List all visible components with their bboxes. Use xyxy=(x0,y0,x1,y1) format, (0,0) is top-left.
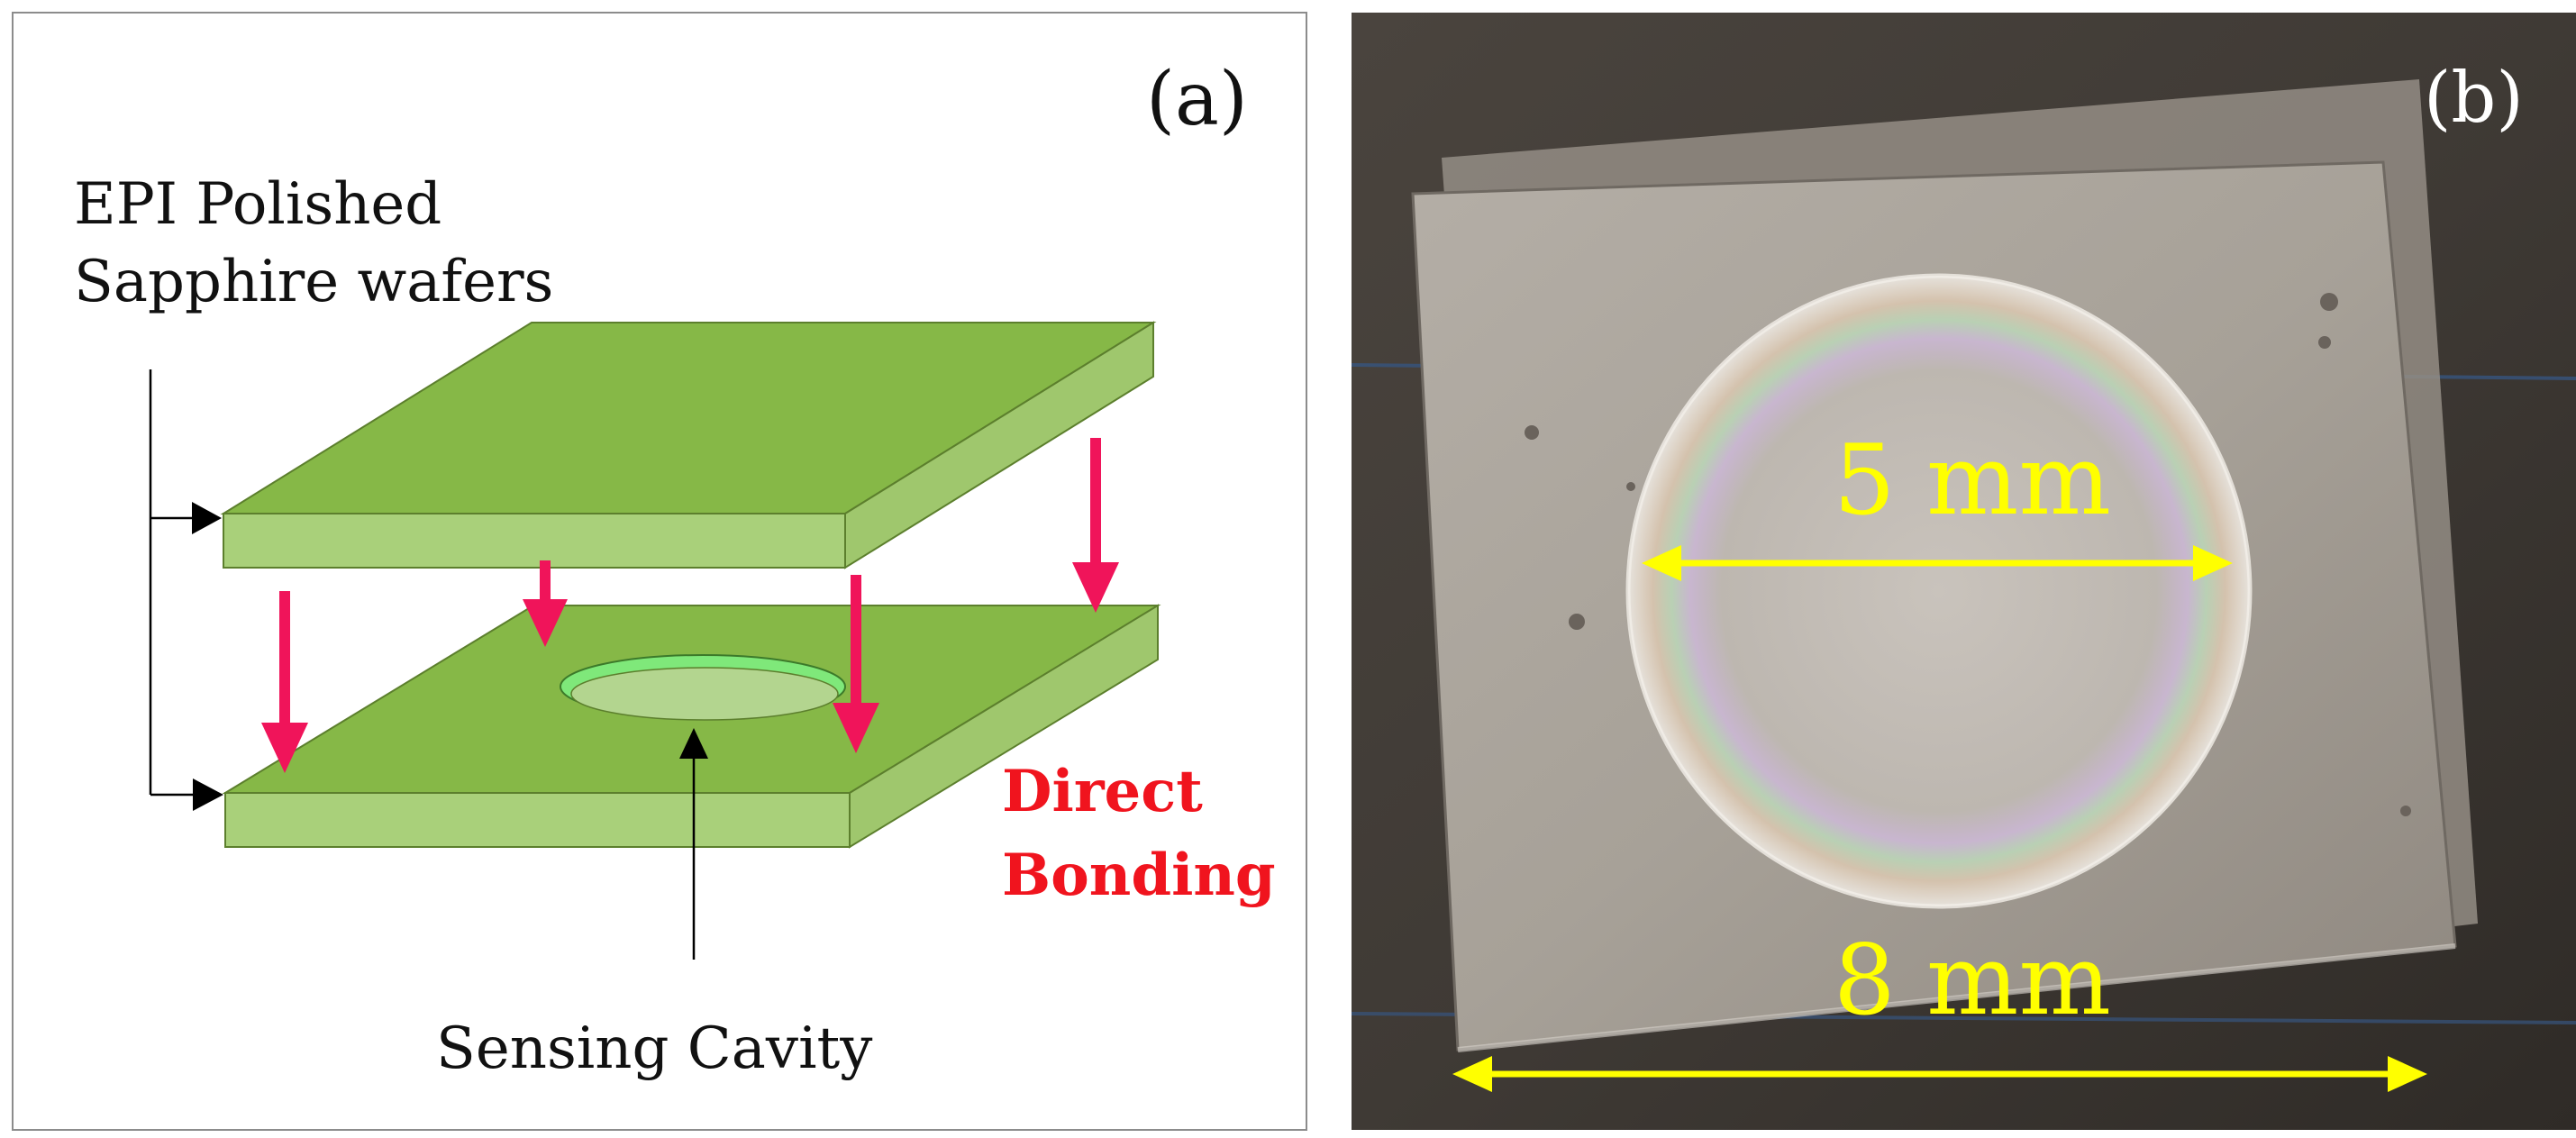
inner-dimension-label: 5 mm xyxy=(1834,424,2111,537)
pointer-cavity-icon xyxy=(679,728,708,759)
plate-edge-highlight xyxy=(1457,943,2456,1052)
outer-dimension-label: 8 mm xyxy=(1834,924,2111,1037)
bonding-arrows xyxy=(261,438,1119,773)
panel-a-label: (a) xyxy=(1146,57,1248,142)
wafer-connector xyxy=(149,369,223,811)
bonding-arrow-icon xyxy=(1072,562,1119,613)
bonding-arrow-icon xyxy=(523,599,568,647)
dimension-arrow-right-icon xyxy=(2193,545,2233,581)
panel-b-label: (b) xyxy=(2424,58,2524,139)
sensing-cavity xyxy=(570,667,839,721)
inner-dimension xyxy=(1642,545,2233,581)
photo-svg: (b) 5 mm 8 mm xyxy=(1352,13,2576,1130)
cavity-boundary xyxy=(1625,273,2253,909)
top-wafer xyxy=(220,321,1157,569)
dimension-arrow-left-icon xyxy=(1452,1056,1492,1092)
pointer-top-wafer-icon xyxy=(192,502,222,534)
dimension-arrow-right-icon xyxy=(2388,1056,2427,1092)
cavity-pointer xyxy=(679,728,708,960)
bonding-arrow-icon xyxy=(833,703,879,753)
schematic-svg: (a) EPI Polished Sapphire wafers xyxy=(12,12,1307,1131)
bonded-cavity-region xyxy=(1628,276,2250,906)
bonding-arrow-icon xyxy=(261,723,308,773)
pointer-bottom-wafer-icon xyxy=(193,778,223,811)
wafers-label-line1: EPI Polished xyxy=(74,171,441,238)
top-wafer-front xyxy=(223,513,846,569)
direct-bonding-line2: Bonding xyxy=(1002,842,1276,909)
outer-dimension xyxy=(1452,1056,2427,1092)
wafers-label-line2: Sapphire wafers xyxy=(74,249,553,315)
panel-b-photo: (b) 5 mm 8 mm xyxy=(1352,0,2576,1138)
sensing-cavity-label: Sensing Cavity xyxy=(436,1015,872,1082)
surface-specks xyxy=(1525,293,2411,816)
bottom-wafer-front xyxy=(224,792,851,848)
dimension-arrow-left-icon xyxy=(1642,545,1681,581)
bottom-wafer-side xyxy=(849,604,1159,849)
panel-a-schematic: (a) EPI Polished Sapphire wafers xyxy=(12,12,1307,1131)
direct-bonding-line1: Direct xyxy=(1002,758,1203,825)
top-wafer-side xyxy=(844,321,1154,569)
